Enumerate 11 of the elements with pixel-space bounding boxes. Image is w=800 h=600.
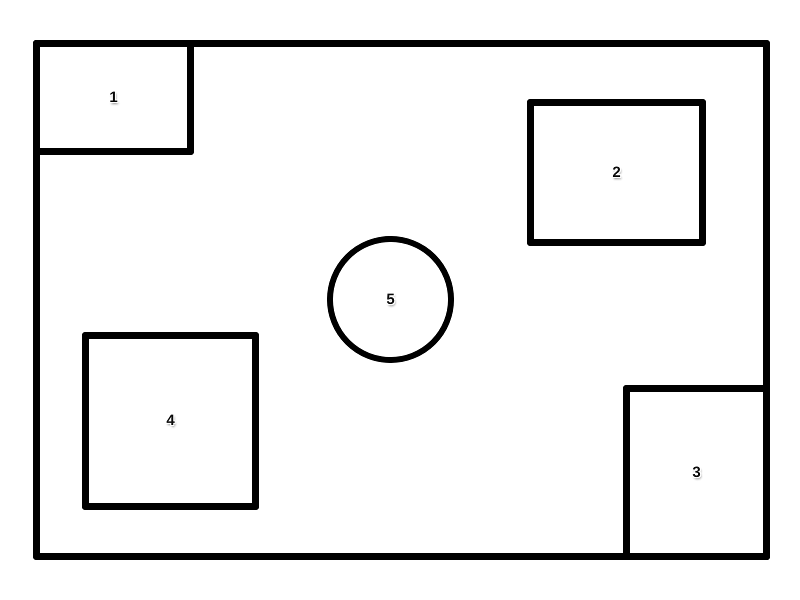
area-box — [527, 99, 706, 246]
area-box — [82, 332, 259, 510]
area-circle — [327, 236, 454, 363]
number-label: 4 — [166, 413, 175, 429]
area-box — [623, 385, 770, 560]
number-label: 2 — [612, 164, 621, 180]
number-label: 3 — [692, 464, 701, 480]
number-label: 5 — [386, 292, 395, 308]
number-label: 1 — [109, 90, 118, 106]
outer-frame — [33, 40, 770, 560]
area-box — [33, 40, 194, 155]
